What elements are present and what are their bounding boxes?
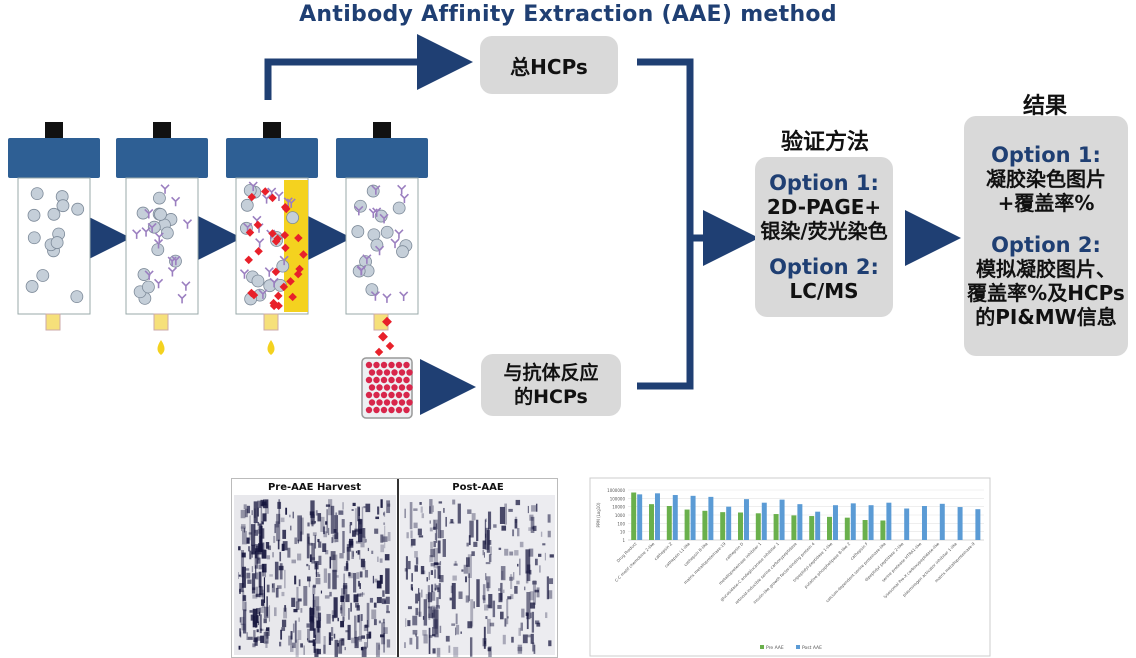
- results-option1-line2: +覆盖率%: [997, 191, 1095, 215]
- results-option2-line1: 模拟凝胶图片、: [976, 257, 1116, 281]
- total-hcps-label: 总HCPs: [510, 54, 588, 79]
- results-option2-line2: 覆盖率%及HCPs: [967, 281, 1125, 305]
- chart-bar-pre: [809, 516, 815, 540]
- bracket-line: [637, 58, 694, 390]
- chart-bar-post: [850, 503, 856, 540]
- chart-bar-pre: [755, 513, 761, 540]
- chart-legend-swatch: [796, 645, 800, 649]
- chart-bar-pre: [738, 512, 743, 540]
- validation-option2-line1: LC/MS: [789, 279, 859, 303]
- results-option2-label: Option 2:: [991, 233, 1101, 257]
- validation-option2-label: Option 2:: [769, 255, 879, 279]
- chart-bar-pre: [720, 512, 726, 540]
- reactive-hcps-line2: 的HCPs: [514, 386, 588, 408]
- chart-bar-pre: [702, 510, 708, 540]
- chart-bar-post: [904, 508, 910, 540]
- chart-bar-post: [637, 494, 643, 540]
- results-option2-line3: 的PI&MW信息: [975, 305, 1117, 329]
- chart-bar-post: [868, 505, 874, 540]
- chart-bar-pre: [649, 504, 654, 540]
- chart-bar-pre: [791, 515, 797, 540]
- chart-ytick-label: 10000: [612, 505, 625, 510]
- chart-bar-post: [743, 499, 749, 540]
- validation-option1-line2: 银染/荧光染色: [760, 219, 888, 243]
- chart-bar-post: [939, 503, 945, 540]
- columns-group: [8, 122, 428, 355]
- chart-ylabel: PPM (Log10): [596, 502, 601, 527]
- gel-pre-label: Pre-AAE Harvest: [267, 482, 362, 493]
- column-3: [226, 122, 318, 355]
- gel-divider: [397, 479, 399, 657]
- chart-bar-post: [761, 502, 767, 540]
- reactive-hcps-line1: 与抗体反应: [503, 362, 599, 384]
- validation-header: 验证方法: [780, 130, 869, 155]
- chart-ytick-label: 1000: [615, 513, 626, 518]
- chart-bar-pre: [666, 506, 672, 540]
- arrow-to-total-hcps: [264, 34, 473, 100]
- validation-option1-label: Option 1:: [769, 171, 879, 195]
- chart-bar-post: [815, 511, 821, 540]
- chart-bar-pre: [684, 509, 690, 540]
- results-box: Option 1: 凝胶染色图片 +覆盖率% Option 2: 模拟凝胶图片、…: [964, 116, 1128, 356]
- gel-post-label: Post-AAE: [452, 482, 504, 493]
- chart-bar-post: [654, 493, 660, 540]
- chart-bar-pre: [844, 517, 850, 540]
- chart-legend-swatch: [760, 645, 764, 649]
- chart-bar-post: [726, 506, 732, 540]
- chart-bar-post: [690, 495, 696, 540]
- results-option1-label: Option 1:: [991, 143, 1101, 167]
- chart-bar-pre: [827, 516, 832, 540]
- chart-ytick-label: 100000: [610, 496, 626, 501]
- column-1: [8, 122, 100, 331]
- reactive-hcps-box: 与抗体反应 的HCPs: [481, 354, 621, 416]
- chart-bar-post: [975, 509, 981, 540]
- chart-bar-post: [779, 499, 785, 540]
- chart-bar-post: [886, 502, 892, 540]
- chart-ytick-label: 100: [617, 521, 625, 526]
- chart-bar-post: [797, 504, 803, 540]
- chart-bar-post: [672, 495, 678, 540]
- total-hcps-box: 总HCPs: [480, 36, 618, 94]
- validation-option1-line1: 2D-PAGE+: [766, 195, 882, 219]
- chart-bar-post: [832, 505, 838, 540]
- chart-bar-pre: [880, 520, 886, 540]
- gel-image: [234, 495, 555, 657]
- validation-box: Option 1: 2D-PAGE+ 银染/荧光染色 Option 2: LC/…: [755, 157, 893, 317]
- column-2: [116, 122, 208, 355]
- chart-ytick-label: 10: [620, 530, 626, 535]
- chart-ytick-label: 1000000: [607, 488, 625, 493]
- chart-legend-label: Post AAE: [802, 645, 822, 651]
- column-4: [336, 122, 428, 331]
- chart-bar-post: [957, 507, 963, 540]
- eluted-hcps: [374, 316, 395, 357]
- chart-legend-label: Pre AAE: [766, 645, 784, 651]
- chart-bar-post: [921, 506, 927, 540]
- chart-bar-post: [708, 496, 714, 540]
- hcp-beaker-icon: [361, 357, 413, 419]
- chart-bar-pre: [862, 520, 868, 540]
- chart-bar-pre: [773, 514, 779, 540]
- chart-ytick-label: 1: [622, 538, 625, 543]
- results-option1-line1: 凝胶染色图片: [986, 167, 1106, 191]
- chart-bar-pre: [631, 492, 637, 540]
- results-header: 结果: [1022, 94, 1067, 119]
- diagram-title: Antibody Affinity Extraction (AAE) metho…: [299, 2, 837, 27]
- gel-panel: Pre-AAE Harvest Post-AAE: [231, 478, 558, 658]
